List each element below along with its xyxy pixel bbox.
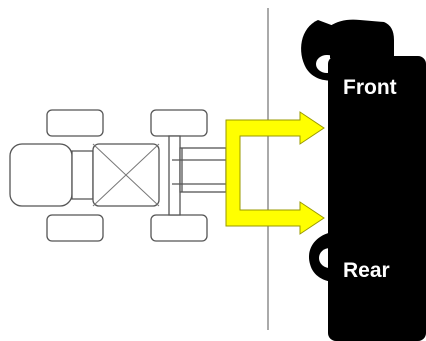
tractor-wheel-front-top: [46, 109, 104, 137]
implement: Front Rear: [301, 19, 426, 341]
tractor-drawbar: [179, 147, 227, 193]
tractor-wheel-rear-top: [150, 109, 208, 137]
implement-top-cap: [330, 19, 394, 59]
tractor-wheel-rear-bottom: [150, 214, 208, 242]
tractor-connector: [71, 150, 94, 200]
tractor-axle: [168, 135, 181, 216]
label-front: Front: [343, 76, 397, 99]
tractor-cab-cross: [92, 143, 160, 207]
arrow-bracket: [225, 111, 325, 235]
push-arrows: [225, 111, 325, 235]
implement-body: [328, 56, 426, 341]
tractor-wheel-front-bottom: [46, 214, 104, 242]
tractor: [9, 109, 227, 242]
tractor-hood: [9, 143, 73, 207]
label-rear: Rear: [343, 259, 390, 282]
